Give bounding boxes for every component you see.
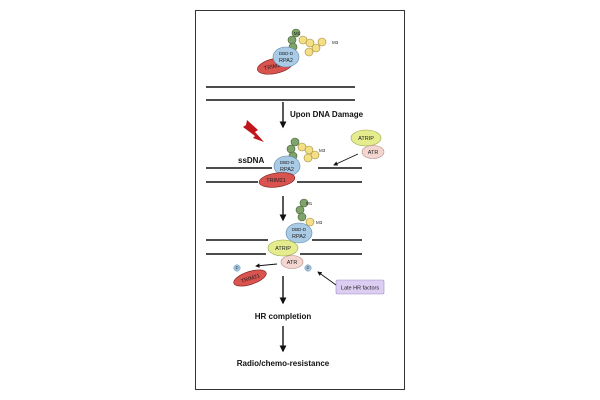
middle-rpa-complex: M3 DBD-D RPA2 TRIM21: [258, 137, 326, 188]
top-m3-label: M3: [332, 40, 339, 45]
trim21-phospho-label: P: [235, 266, 238, 271]
lower-atrip-shape: [267, 239, 299, 257]
lower-rpa-complex: M1 M3 DBD-D RPA2 ATRIP ATR P: [267, 198, 323, 272]
intact-dna: [206, 86, 355, 101]
middle-dna: [206, 167, 362, 183]
top-m1-label: M1: [294, 31, 301, 36]
lower-atr-shape: [280, 255, 304, 269]
free-atrip-atr: ATRIP ATR: [350, 129, 385, 159]
free-atr-shape: [361, 145, 385, 159]
lower-atrip-label: ATRIP: [275, 246, 291, 252]
arrow-atrip-recruit: [333, 153, 359, 166]
lightning-icon: [243, 120, 264, 142]
top-dbd-label: DBD-D: [279, 51, 294, 56]
released-trim21: TRIM21 P: [233, 264, 267, 287]
top-rpa-complex: M1 M3 TRIM21 DBD-D RPA2: [257, 28, 339, 75]
top-rpa2-shape: [272, 46, 300, 68]
outcome-label: Radio/chemo-resistance: [237, 359, 330, 368]
free-atrip-shape: [350, 129, 382, 147]
lower-rpa2-label: RPA2: [292, 234, 306, 240]
ssdna-label: ssDNA: [238, 156, 264, 165]
lower-dna: [206, 239, 362, 255]
diagram-frame: [195, 10, 405, 390]
middle-dbd-label: DBD-D: [280, 160, 295, 165]
free-atr-label: ATR: [368, 150, 379, 156]
arrow-late-hr: [317, 271, 337, 286]
lower-dbd-label: DBD-D: [292, 227, 307, 232]
top-rpa2-label: RPA2: [279, 58, 293, 64]
top-trim21-label: TRIM21: [264, 62, 284, 72]
middle-rpa2-label: RPA2: [280, 167, 294, 173]
middle-m3-label: M3: [319, 148, 326, 153]
step-damage-label: Upon DNA Damage: [290, 110, 364, 119]
atr-phospho-label: P: [306, 266, 309, 271]
late-hr-box: [335, 279, 385, 295]
hr-completion-label: HR completion: [255, 312, 312, 321]
late-hr-label: Late HR factors: [341, 286, 379, 292]
top-beads-yellow: [298, 35, 327, 57]
trim21-phospho-icon: [233, 264, 241, 272]
free-atrip-label: ATRIP: [358, 136, 374, 142]
lower-m1-label: M1: [306, 201, 313, 206]
released-trim21-label: TRIM21: [240, 273, 260, 285]
lower-m3-label: M3: [316, 220, 323, 225]
middle-trim21-shape: [258, 172, 296, 188]
lower-rpa2-shape: [285, 222, 313, 244]
arrow-trim21-release: [255, 263, 278, 268]
atr-phospho-icon: [304, 264, 312, 272]
middle-trim21-label: TRIM21: [266, 178, 286, 184]
lower-atr-label: ATR: [287, 260, 298, 266]
released-trim21-shape: [233, 269, 267, 287]
